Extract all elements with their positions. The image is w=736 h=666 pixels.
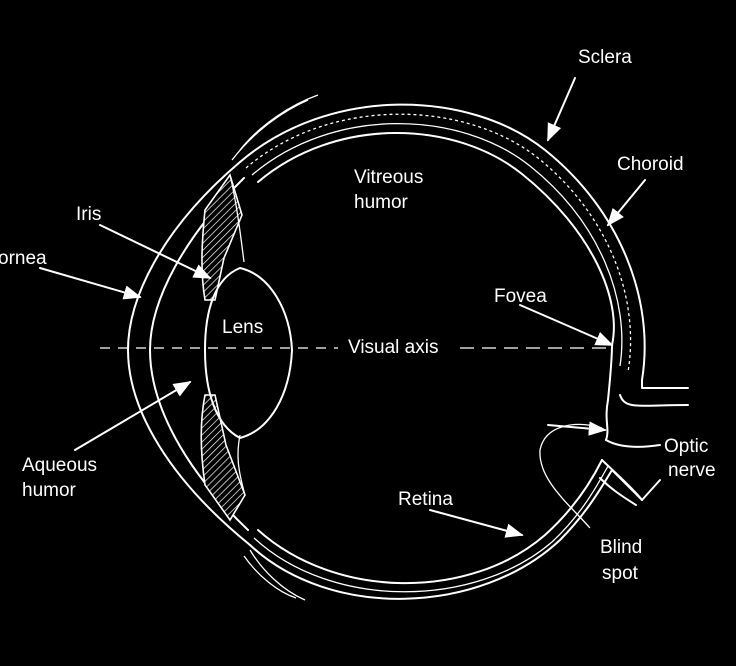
sclera-arrow [547,77,576,142]
label-optic-2: nerve [668,460,716,481]
iris-lower [200,394,246,522]
conjunctiva-bottom-2 [243,555,297,599]
retina-lower-2 [253,465,609,593]
ciliary-lower [237,434,246,496]
choroid-inner [251,122,623,367]
ciliary-upper [229,174,245,263]
blind-spot-curve [539,423,603,529]
optic-nerve-bottom-2 [599,477,637,506]
conjunctiva-top-2 [231,99,309,161]
label-aqueous-2: humor [22,480,77,501]
optic-nerve-bottom [601,459,661,501]
blind-spot-arrow [547,421,607,436]
conjunctiva-bottom-1 [249,549,306,601]
label-choroid: Choroid [617,154,684,175]
label-iris: Iris [76,204,101,225]
label-visual-axis: Visual axis [348,337,438,358]
choroid-layer [245,113,632,373]
choroid-arrow [606,179,646,227]
aqueous-arrow [74,381,192,451]
cornea-outline [127,161,251,546]
retina-line [257,132,615,441]
cornea-arrow [39,267,142,300]
optic-nerve-upper [619,394,689,407]
label-lens: Lens [222,317,263,338]
label-blind-1: Blind [600,537,642,558]
sclera-lower [249,469,643,600]
label-aqueous-1: Aqueous [22,455,97,476]
cornea-inner [149,177,249,531]
label-optic-1: Optic [664,436,708,457]
fovea-arrow [519,304,614,346]
retina-lower [257,459,603,585]
label-blind-2: spot [602,563,639,584]
lens [204,267,293,439]
label-vitreous-2: humor [354,192,409,213]
label-retina: Retina [398,489,453,510]
iris-arrow [99,224,212,279]
label-sclera: Sclera [578,47,632,68]
label-vitreous-1: Vitreous [354,167,423,188]
label-cornea: ornea [0,248,47,269]
optic-nerve-lower [605,439,661,448]
sclera-outline [239,103,689,389]
label-fovea: Fovea [494,286,547,307]
retina-arrow [429,509,524,538]
